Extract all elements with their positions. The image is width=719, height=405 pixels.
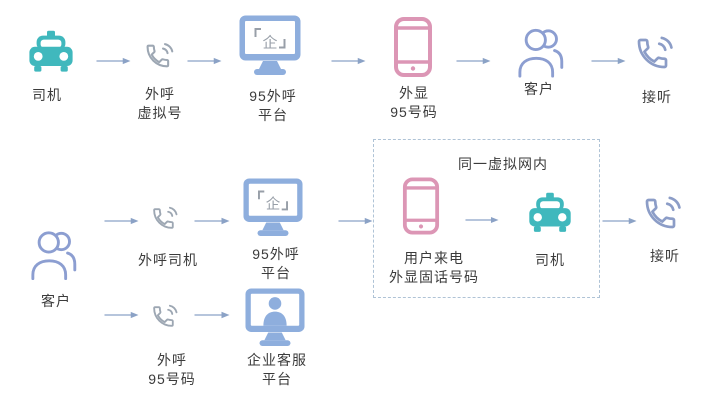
box-incoming-call-label: 用户来电 外显固话号码 — [389, 250, 479, 285]
arrow-icon — [338, 216, 373, 226]
monitor-enterprise-icon — [238, 14, 302, 76]
virtual-network-box — [373, 139, 600, 298]
row1-driver-label: 司机 — [32, 87, 62, 103]
customers-icon — [29, 226, 83, 283]
arrow-icon — [104, 310, 139, 320]
arrow-icon — [591, 56, 626, 66]
row1-outbound-virtual-label: 外呼 虚拟号 — [137, 86, 183, 121]
customers-icon — [516, 26, 570, 78]
arrow-icon — [193, 310, 231, 320]
taxi-icon — [527, 191, 573, 239]
arrow-icon — [187, 56, 222, 66]
arrow-icon — [193, 216, 231, 226]
arrow-icon — [331, 56, 366, 66]
phone-call-icon — [143, 40, 175, 72]
row2-call-95-label: 外呼 95号码 — [148, 352, 196, 387]
row2-enterprise-service-platform-label: 企业客服 平台 — [247, 352, 307, 387]
arrow-icon — [96, 56, 131, 66]
row1-answer-label: 接听 — [642, 89, 672, 105]
virtual-network-box-title: 同一虚拟网内 — [458, 156, 548, 172]
smartphone-icon — [393, 16, 433, 78]
box-driver-label: 司机 — [535, 252, 565, 268]
arrow-icon — [602, 216, 637, 226]
monitor-enterprise-icon — [242, 177, 304, 237]
row2-customer-label: 客户 — [41, 293, 71, 309]
row2-call-driver-label: 外呼司机 — [138, 252, 198, 268]
arrow-icon — [456, 56, 491, 66]
phone-call-icon — [150, 204, 179, 233]
arrow-icon — [104, 216, 139, 226]
row2-answer-label: 接听 — [650, 248, 680, 264]
smartphone-icon — [402, 176, 440, 236]
row2-platform-95-label: 95外呼 平台 — [252, 246, 300, 281]
row1-platform-95-label: 95外呼 平台 — [249, 88, 297, 123]
answer-phone-icon — [633, 30, 675, 77]
row1-customer-label: 客户 — [524, 81, 554, 97]
answer-phone-icon — [641, 190, 683, 237]
row1-display-95-label: 外显 95号码 — [390, 85, 438, 120]
taxi-icon — [27, 29, 75, 79]
monitor-agent-icon — [244, 287, 306, 347]
arrow-icon — [465, 215, 499, 225]
phone-call-icon — [150, 302, 179, 331]
